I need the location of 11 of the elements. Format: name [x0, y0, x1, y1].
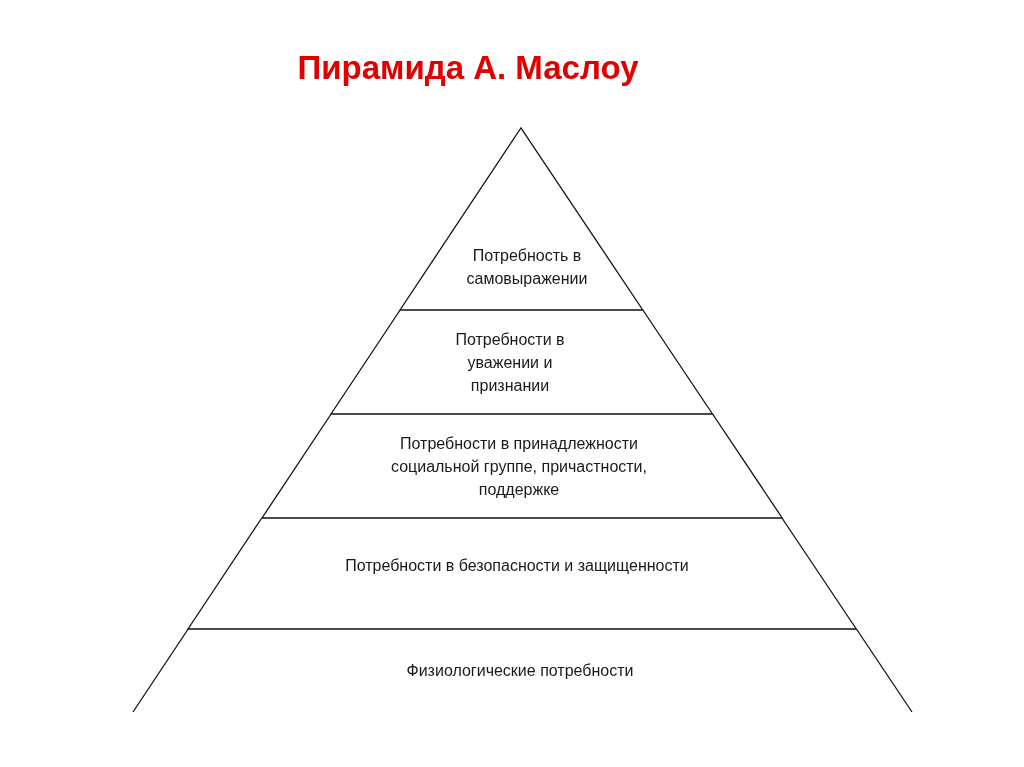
pyramid-tier [188, 518, 857, 629]
diagram-title: Пирамида А. Маслоу [297, 48, 639, 88]
tier-label: Потребности в безопасности и защищенности [345, 555, 689, 576]
pyramid-tier [400, 128, 643, 310]
tier-label: Потребности в принадлежности социальной группе, причастности, поддержке [389, 433, 648, 500]
tier-label: Потребность в самовыражении [465, 246, 589, 289]
pyramid-tier [133, 629, 912, 712]
tier-label: Физиологические потребности [406, 660, 634, 681]
pyramid-tier [261, 414, 783, 518]
tier-label: Потребности в уважении и признании [454, 329, 566, 396]
pyramid-tier [331, 310, 713, 414]
